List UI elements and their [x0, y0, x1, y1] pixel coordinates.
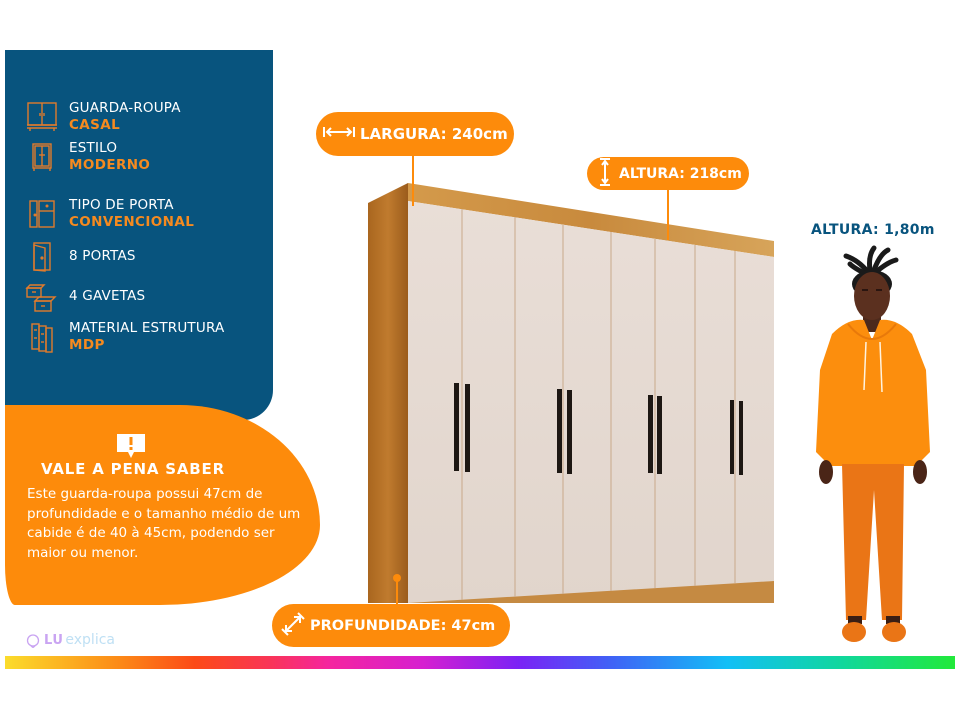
spec-item-estilo: ESTILO MODERNO: [25, 140, 150, 174]
lu-explica-logo: LU explica: [26, 632, 115, 649]
wardrobe-double-icon: [25, 100, 59, 134]
spec-value: CASAL: [69, 117, 121, 133]
wardrobe-illustration: [368, 183, 774, 603]
info-title: VALE A PENA SABER: [41, 460, 225, 478]
pants: [842, 464, 904, 620]
spec-item-portas: 8 PORTAS: [25, 240, 136, 274]
door-front: [408, 201, 774, 603]
top-panel: [408, 183, 774, 257]
depth-marker-dot: [393, 574, 401, 582]
right-shoe: [882, 622, 906, 642]
spec-value: MDP: [69, 337, 105, 353]
logo-brand: LU: [44, 632, 64, 648]
drawers-icon: [25, 280, 59, 314]
width-leader-line: [412, 154, 414, 206]
spec-label: 4 GAVETAS: [69, 288, 146, 304]
person-figure: [816, 245, 930, 642]
depth-pill: PROFUNDIDADE: 47cm: [272, 604, 510, 647]
spec-label: GUARDA-ROUPA: [69, 100, 181, 116]
width-pill: LARGURA: 240cm: [316, 112, 514, 156]
spec-label: TIPO DE PORTA: [69, 197, 174, 213]
person-height-label: ALTURA: 1,80m: [811, 222, 935, 238]
speech-bubble-icon: [26, 633, 40, 649]
spec-label: MATERIAL ESTRUTURA: [69, 320, 225, 336]
spec-value: MODERNO: [69, 157, 151, 173]
height-label: ALTURA: 218cm: [619, 165, 742, 182]
door-handles: [454, 383, 743, 475]
depth-leader-line: [396, 577, 398, 605]
spec-item-guarda-roupa: GUARDA-ROUPA CASAL: [25, 100, 181, 134]
diagonal-arrow-icon: [280, 611, 306, 641]
material-panels-icon: [25, 320, 59, 354]
side-panel: [368, 183, 408, 603]
depth-label: PROFUNDIDADE: 47cm: [310, 617, 496, 634]
height-leader-line: [667, 188, 669, 240]
spec-label: 8 PORTAS: [69, 248, 136, 264]
spec-value: CONVENCIONAL: [69, 214, 195, 230]
width-label: LARGURA: 240cm: [360, 125, 508, 143]
spec-panel: GUARDA-ROUPA CASAL ESTILO MODERNO: [5, 50, 273, 420]
face: [854, 272, 890, 320]
horizontal-arrow-icon: [322, 125, 356, 143]
spec-item-material: MATERIAL ESTRUTURA MDP: [25, 320, 224, 354]
vertical-arrow-icon: [599, 157, 611, 191]
door-type-icon: [25, 197, 59, 231]
hoodie: [816, 319, 930, 466]
spec-item-tipo-de-porta: TIPO DE PORTA CONVENCIONAL: [25, 197, 194, 231]
logo-suffix: explica: [65, 632, 115, 648]
left-shoe: [842, 622, 866, 642]
info-text: Este guarda-roupa possui 47cm de profund…: [27, 486, 301, 561]
spec-item-gavetas: 4 GAVETAS: [25, 280, 145, 314]
wardrobe-style-icon: [25, 140, 59, 174]
rainbow-bar: [5, 656, 955, 669]
height-pill: ALTURA: 218cm: [587, 157, 749, 190]
spec-label: ESTILO: [69, 140, 118, 156]
door-icon: [25, 240, 59, 274]
info-blob: [5, 405, 320, 605]
alert-speech-icon: [115, 432, 147, 460]
